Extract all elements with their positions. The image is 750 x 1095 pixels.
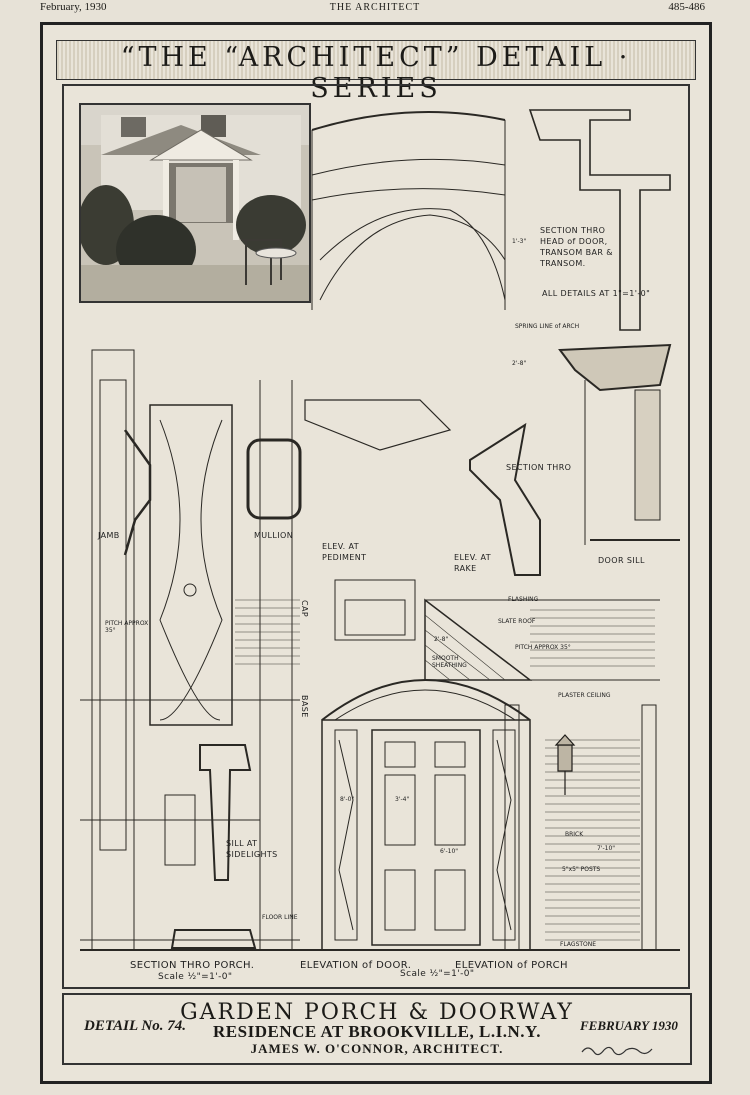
running-head-title: THE ARCHITECT bbox=[329, 2, 421, 13]
architect-name: JAMES W. O'CONNOR, ARCHITECT. bbox=[250, 1041, 504, 1056]
residence-location: RESIDENCE AT BROOKVILLE, L.I.N.Y. bbox=[213, 1022, 541, 1041]
photo-image bbox=[81, 105, 309, 301]
plate-title: GARDEN PORCH & DOORWAY bbox=[180, 1000, 574, 1025]
label-section-thro: SECTION THRO bbox=[506, 463, 572, 472]
label-posts: 5"x5" POSTS bbox=[562, 866, 601, 873]
dim-door-width: 3'-4" bbox=[395, 796, 410, 803]
title-block bbox=[62, 993, 692, 1065]
running-head-date: February, 1930 bbox=[40, 1, 107, 13]
plate-date: FEBRUARY 1930 bbox=[580, 1018, 678, 1033]
label-plaster-ceiling: PLASTER CEILING bbox=[558, 692, 611, 699]
porch-photograph bbox=[79, 103, 311, 303]
dim-pediment: 2'-8" bbox=[434, 636, 449, 643]
banner-box bbox=[56, 40, 696, 80]
label-floor-line: FLOOR LINE bbox=[262, 914, 298, 921]
label-slate-roof: SLATE ROOF bbox=[498, 618, 536, 625]
caption-scale-left: Scale ½"=1'-0" bbox=[158, 972, 233, 982]
running-head-pages: 485-486 bbox=[668, 1, 705, 13]
caption-elevation-porch: ELEVATION of PORCH bbox=[455, 960, 568, 971]
label-flashing: FLASHING bbox=[508, 596, 539, 603]
caption-section-porch: SECTION THRO PORCH. bbox=[130, 960, 255, 971]
dim-middle: 2'-8" bbox=[512, 360, 527, 367]
label-spring-line: SPRING LINE of ARCH bbox=[515, 323, 580, 330]
label-elev-rake: ELEV. AT RAKE bbox=[454, 553, 492, 573]
dim-upper: 1'-3" bbox=[512, 238, 527, 245]
label-section-head: SECTION THRO HEAD of DOOR, TRANSOM BAR &… bbox=[540, 226, 613, 268]
series-banner: “THE “ARCHITECT” DETAIL · SERIES bbox=[120, 42, 632, 104]
label-door-sill: DOOR SILL bbox=[598, 556, 645, 565]
detail-number: DETAIL No. 74. bbox=[84, 1018, 186, 1034]
label-sill-sidelights: SILL AT SIDELIGHTS bbox=[226, 839, 278, 859]
running-head: February, 1930 THE ARCHITECT 485-486 bbox=[0, 0, 750, 18]
caption-elevation-door: ELEVATION of DOOR. bbox=[300, 960, 412, 971]
label-brick: BRICK bbox=[565, 831, 584, 838]
label-jamb: JAMB bbox=[98, 531, 120, 540]
label-sheathing: SMOOTH SHEATHING bbox=[432, 655, 467, 669]
caption-scale-right: Scale ½"=1'-0" bbox=[400, 969, 475, 979]
label-elev-pediment: ELEV. AT PEDIMENT bbox=[322, 542, 367, 562]
label-pitch-left: PITCH APPROX 35° bbox=[105, 620, 149, 634]
label-base: BASE bbox=[300, 695, 309, 718]
label-mullion: MULLION bbox=[254, 531, 294, 540]
label-flagstone: FLAGSTONE bbox=[560, 941, 597, 948]
label-pitch-right: PITCH APPROX 35° bbox=[515, 644, 571, 651]
dim-eight: 8'-0" bbox=[340, 796, 355, 803]
label-all-details: ALL DETAILS AT 1"=1'-0" bbox=[542, 289, 651, 298]
dim-door-height: 6'-10" bbox=[440, 848, 459, 855]
dim-side-height: 7'-10" bbox=[597, 845, 616, 852]
drawing-area bbox=[62, 84, 690, 989]
label-cap: CAP bbox=[300, 600, 309, 618]
